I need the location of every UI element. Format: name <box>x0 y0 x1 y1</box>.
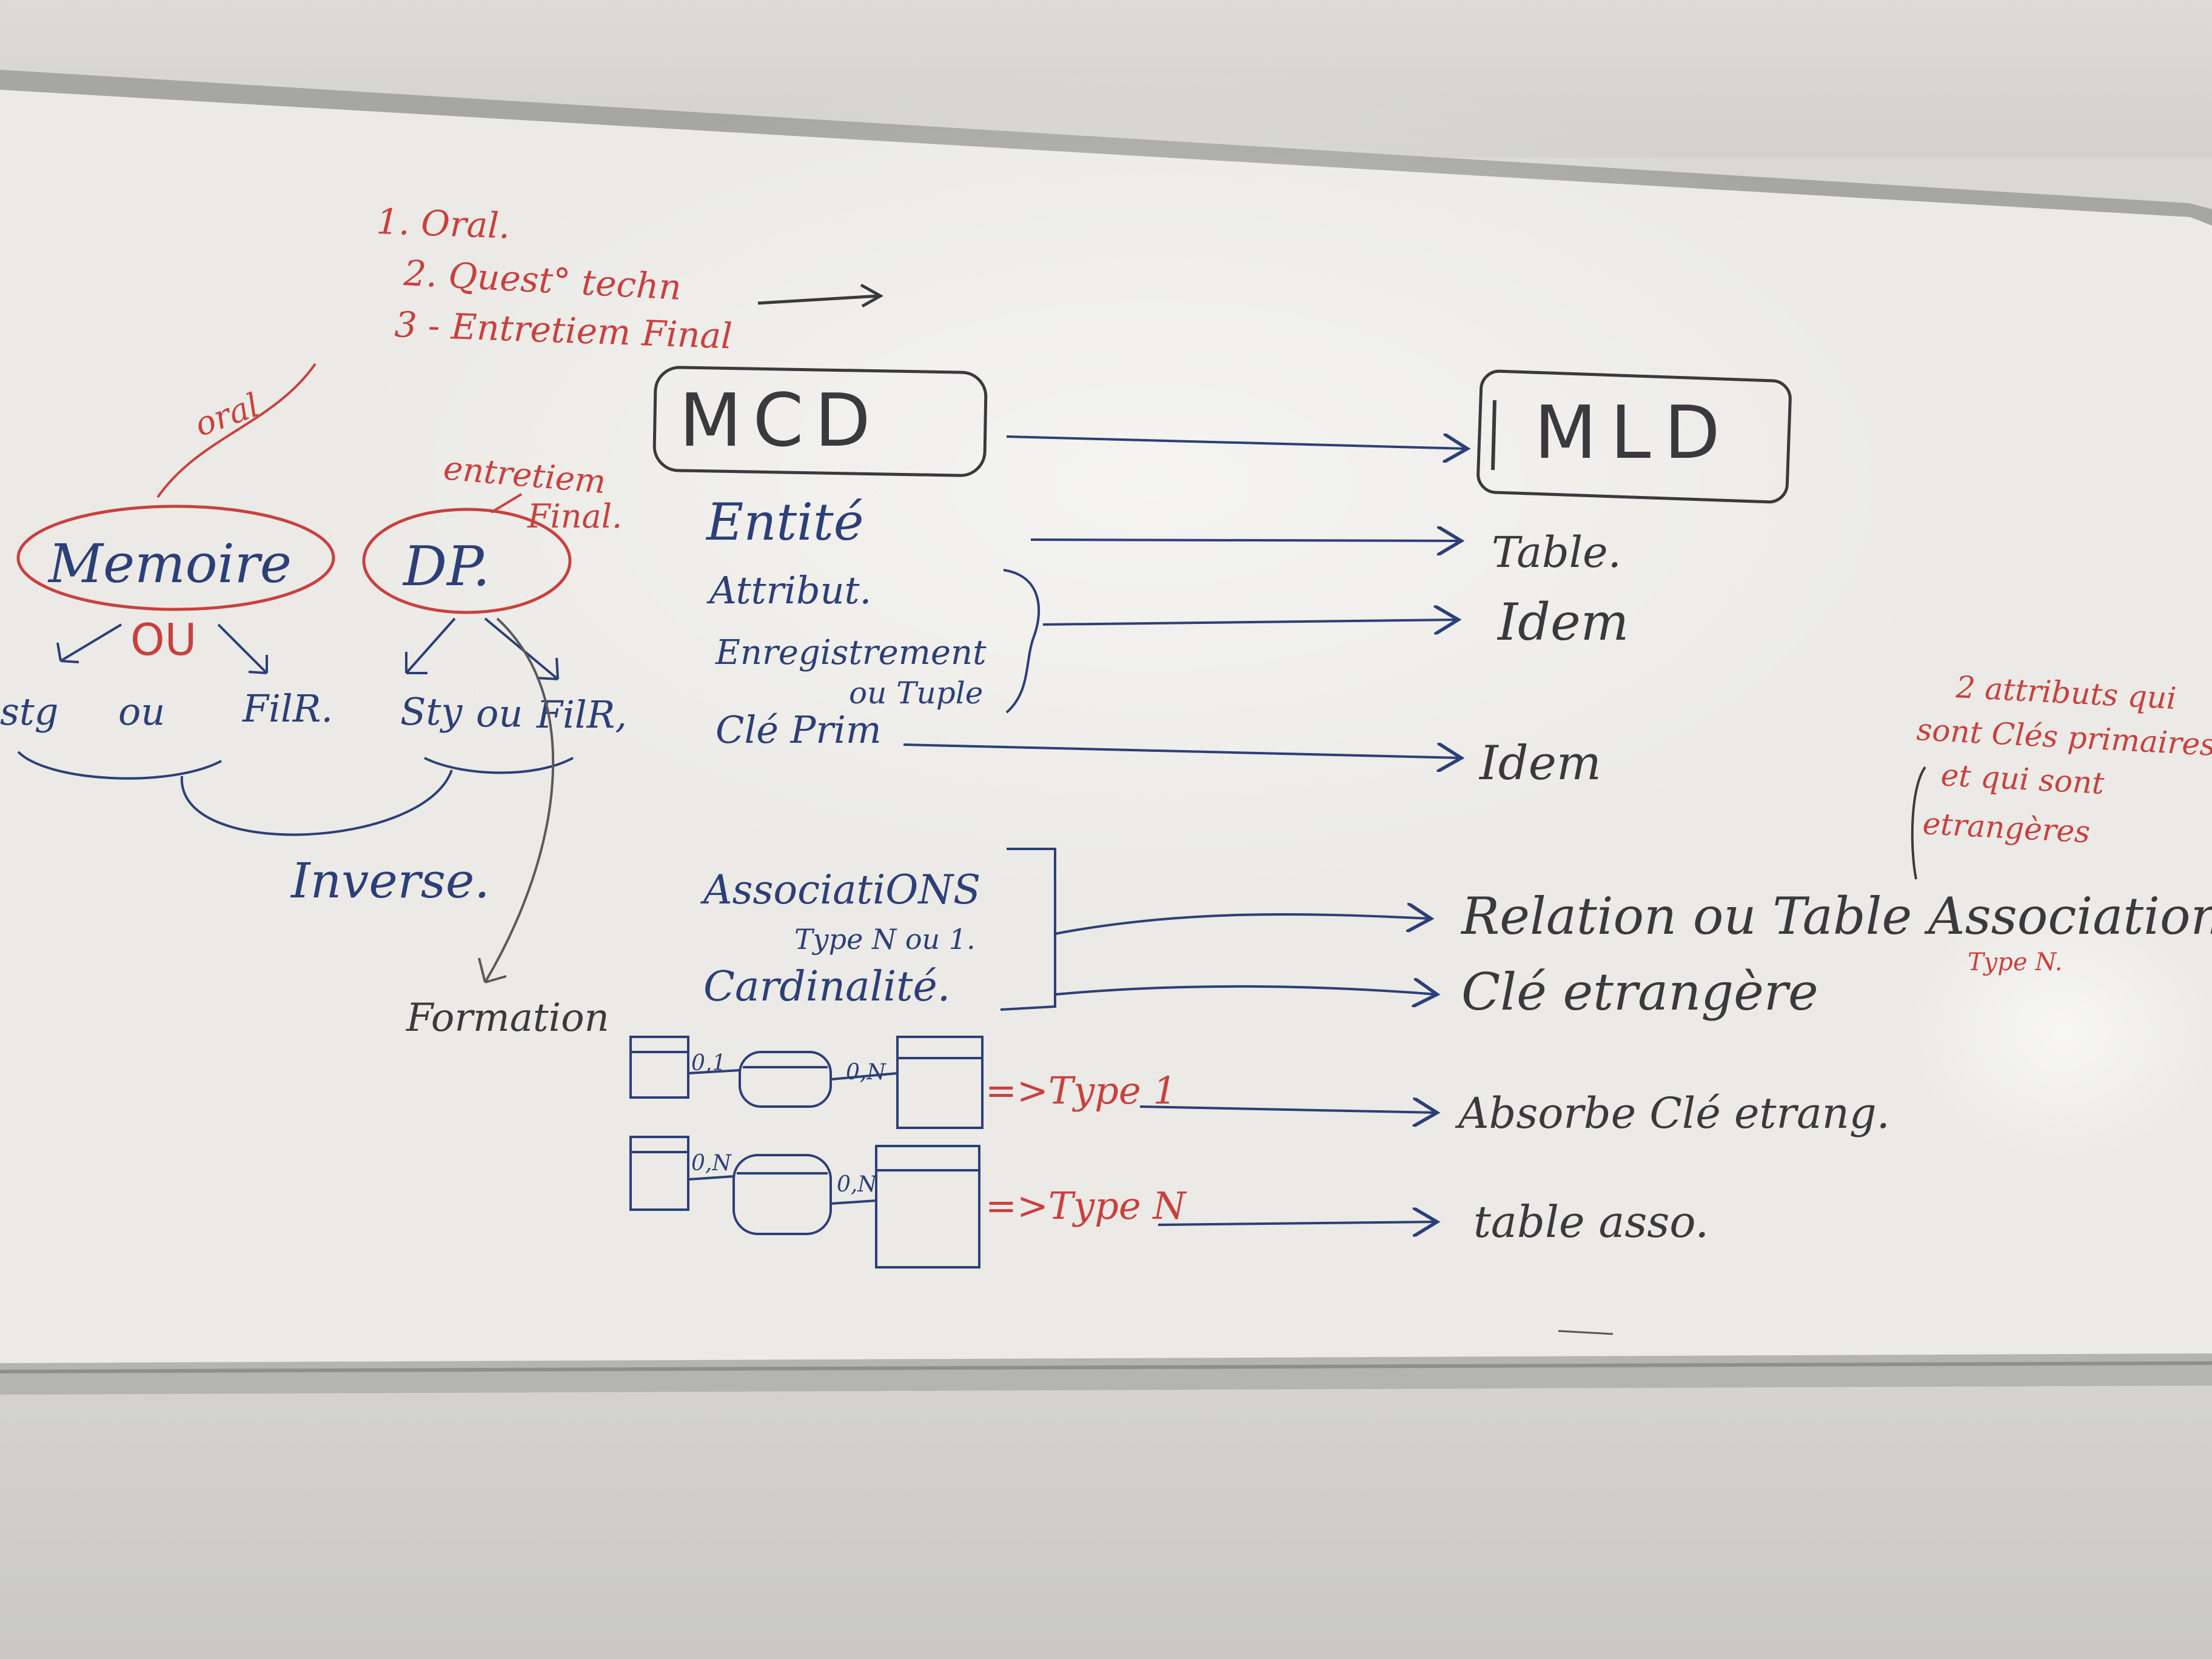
association-box <box>732 1154 832 1235</box>
entity-box <box>875 1145 980 1269</box>
glare <box>1904 897 2212 1164</box>
attribut-brace <box>1003 569 1041 714</box>
red-list-arrow <box>757 283 884 308</box>
relation-label: Relation ou Table Associations <box>1460 886 2212 946</box>
ou2-label: ou <box>476 691 523 736</box>
final-label: Final. <box>527 497 622 535</box>
filr1-label: FilR. <box>242 686 333 731</box>
sty-label: Sty <box>400 689 463 734</box>
card-b1: 0,N <box>691 1151 732 1176</box>
memoire-label: Memoire <box>47 532 292 595</box>
table-asso-label: table asso. <box>1473 1196 1709 1247</box>
attribut-label: Attribut. <box>706 568 871 612</box>
left-options: stg ou FilR. Sty ou FilR, <box>0 686 627 737</box>
formation-label: Formation <box>406 996 609 1041</box>
mcd-items: Entité Attribut. Enregistrement ou Tuple… <box>700 492 987 1011</box>
type-label: Type N ou 1. <box>794 923 976 956</box>
note-line3: et qui sont <box>1940 757 2105 801</box>
inverse-label: Inverse. <box>290 853 490 909</box>
card-b2: 0,N <box>837 1172 877 1197</box>
arrow-assoc-relation <box>1054 914 1431 935</box>
mcd-title: MCD <box>679 379 882 463</box>
note-bracket <box>1911 766 1926 880</box>
arrow-attribut-idem <box>1042 620 1458 625</box>
card-a1: 0,1 <box>691 1051 726 1076</box>
entity-box <box>896 1036 984 1129</box>
arrow-entite-table <box>1030 540 1461 541</box>
entity-box <box>629 1036 689 1099</box>
arrow-type1 <box>1139 1107 1437 1113</box>
formation-connector <box>478 617 555 984</box>
inverse-brackets <box>17 751 574 836</box>
enregistrement-label: Enregistrement <box>715 633 987 672</box>
ou1-label: ou <box>118 689 165 734</box>
mld-box <box>1476 369 1792 504</box>
memoire-arrows <box>56 623 268 674</box>
tuple-label: ou Tuple <box>849 675 983 711</box>
absorbe-label: Absorbe Clé etrang. <box>1455 1088 1890 1138</box>
memoire-bubble <box>16 504 335 611</box>
diagram-typen <box>629 1136 980 1269</box>
arrow-typen <box>1158 1222 1437 1225</box>
mld-items: Table. Idem Idem Relation ou Table Assoc… <box>1460 528 2212 1022</box>
ou-red-label: OU <box>130 614 196 665</box>
type1-label: =>Type 1 <box>985 1068 1177 1113</box>
entity-box <box>629 1136 689 1211</box>
card-a2: 0,N <box>846 1060 886 1085</box>
glare <box>303 61 2001 910</box>
cle-etrangere-label: Clé etrangère <box>1461 962 1818 1022</box>
entite-label: Entité <box>705 492 864 552</box>
mapping-arrows <box>903 437 1467 994</box>
mcd-box <box>652 366 988 477</box>
wall-bottom <box>0 1382 2212 1659</box>
mld-title: MLD <box>1534 391 1734 475</box>
idem2-label: Idem <box>1478 736 1601 791</box>
oral-connector <box>156 363 317 498</box>
type-n-small: Type N. <box>1968 948 2062 976</box>
cardinalite-label: Cardinalité. <box>703 963 950 1011</box>
cle-prim-label: Clé Prim <box>716 708 882 752</box>
arrow-mcd-mld <box>1006 437 1467 449</box>
dp-bubble <box>362 508 572 614</box>
diagram-type1-cards: 0,1 0,N <box>691 1051 886 1085</box>
final-connector <box>490 493 523 514</box>
idem1-label: Idem <box>1496 592 1629 652</box>
diagram-type1 <box>629 1036 984 1129</box>
dp-label: DP. <box>402 535 490 598</box>
note-line4: etrangères <box>1922 806 2091 850</box>
diagram-typen-cards: 0,N 0,N <box>691 1151 877 1197</box>
typen-label: =>Type N <box>985 1184 1187 1228</box>
associations-label: AssociatiONS <box>700 866 980 913</box>
stg-label: stg <box>0 689 58 734</box>
list-item-oral: 1. Oral. <box>376 201 511 247</box>
arrow-cle-idem <box>903 745 1461 758</box>
association-bracket <box>1000 848 1056 1011</box>
arrow-card-cle <box>1054 987 1437 994</box>
board-smudge <box>1558 1330 1614 1335</box>
table-label: Table. <box>1492 528 1621 577</box>
